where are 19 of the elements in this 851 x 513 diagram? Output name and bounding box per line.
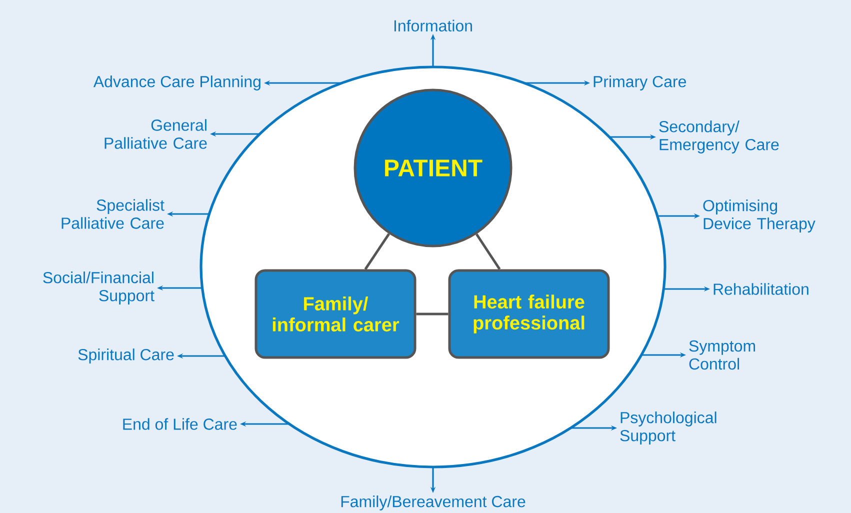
care-label: Psychological Support [620,412,716,444]
care-label: End of Life Care [123,418,237,430]
care-label: Optimising Device Therapy [703,200,816,232]
care-label: Family/Bereavement Care [341,496,526,510]
care-label: Social/Financial Support [43,272,154,304]
care-label: General Palliative Care [104,119,207,149]
care-label: Symptom Control [689,340,755,370]
connector-line [476,234,501,270]
role-box: Heart failure professional [448,269,610,359]
care-label: Spiritual Care [78,348,174,364]
connector-line [416,312,448,316]
care-label: Advance Care Planning [93,76,260,90]
care-label: Specialist Palliative Care [62,199,164,229]
care-label: Information [394,20,472,32]
care-label: Rehabilitation [714,283,808,295]
connector-line [364,233,390,270]
role-box: Family/ informal carer [254,269,416,359]
care-label: Primary Care [594,76,686,90]
care-label: Secondary/ Emergency Care [659,120,779,154]
